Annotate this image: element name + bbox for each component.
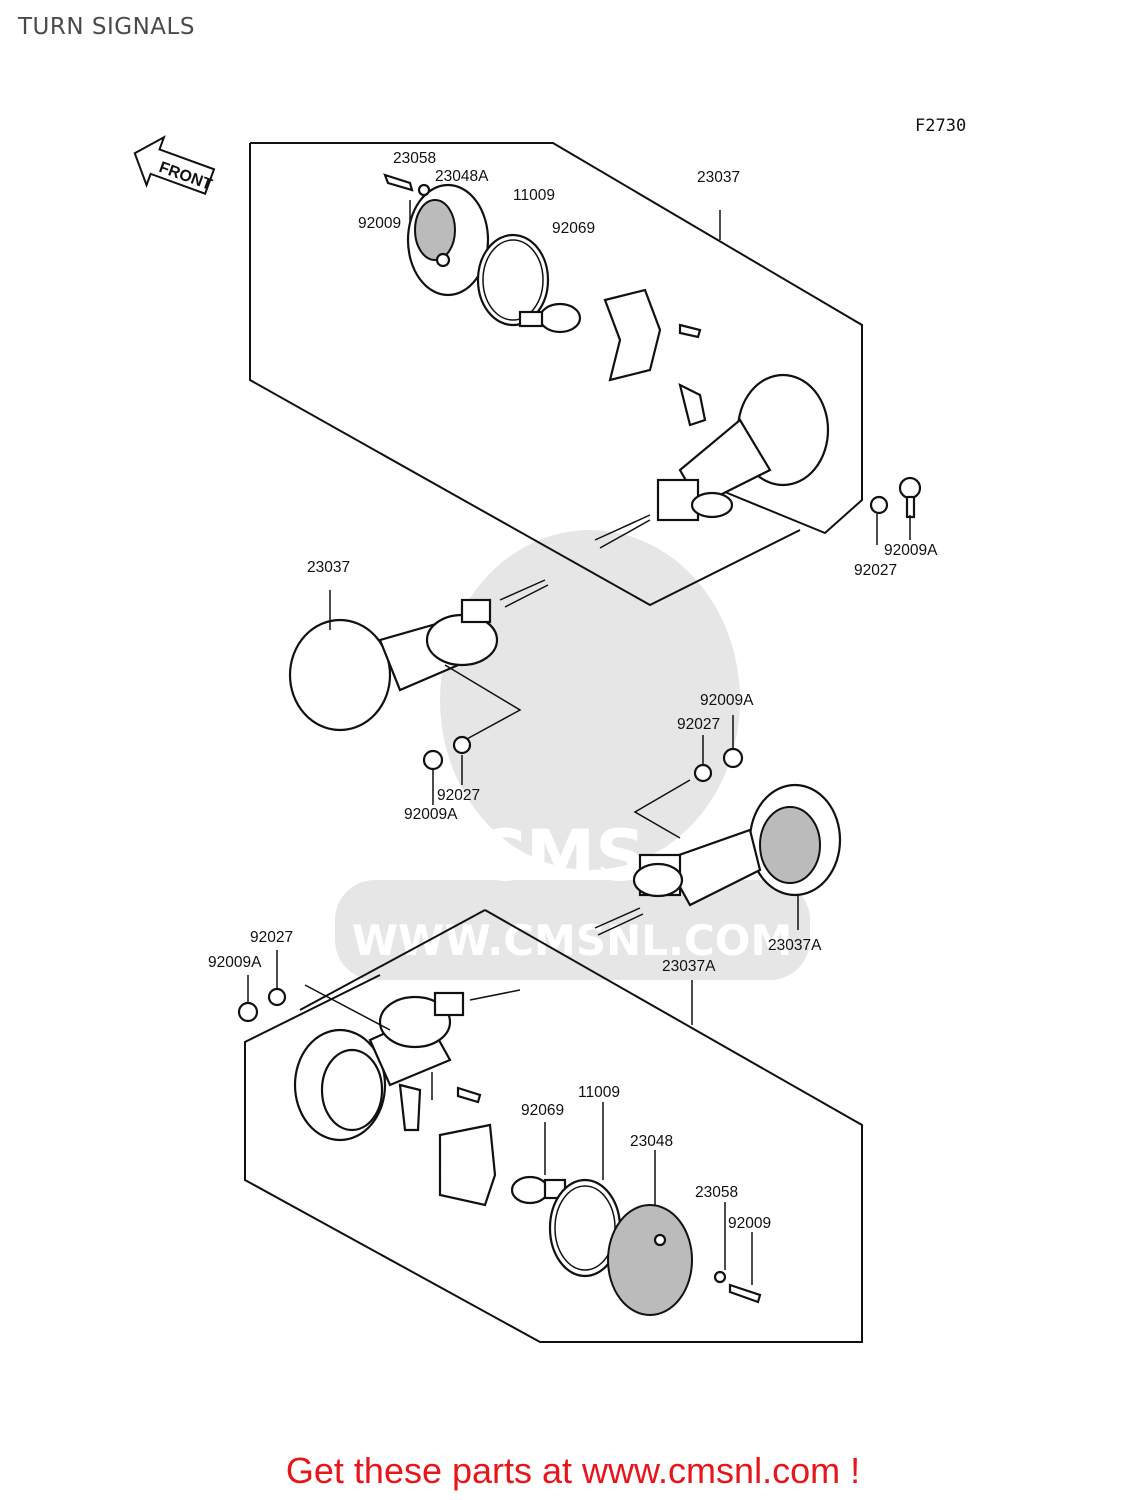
screw-bottom [713,1270,762,1304]
hardware-middle-left [422,735,472,771]
lens-housing-bottom [607,1204,693,1316]
part-label-11009-bottom: 11009 [578,1084,620,1101]
part-label-92009a-middle-left: 92009A [404,806,458,823]
part-label-92009-bottom: 92009 [728,1215,771,1232]
front-label: FRONT [157,159,215,194]
part-label-92027-bottom: 92027 [250,929,293,946]
turn-signal-bottom-left [293,989,521,1142]
part-label-92009a-bottom: 92009A [208,954,262,971]
assembly-outline-bottom [244,909,863,1343]
part-label-23048a: 23048A [435,168,489,185]
turn-signal-middle-right [594,783,842,936]
turn-signal-top-right [594,373,830,549]
part-label-92027-top: 92027 [854,562,897,579]
part-label-92009a-top: 92009A [884,542,938,559]
part-label-11009-top: 11009 [513,187,555,204]
part-label-23037-middle: 23037 [307,559,350,576]
front-arrow: FRONT [133,135,216,195]
part-label-92009-top: 92009 [358,215,401,232]
part-label-92009a-middle-right: 92009A [700,692,754,709]
part-label-23048: 23048 [630,1133,673,1150]
page-title: TURN SIGNALS [18,14,195,40]
watermark-url: WWW.CMSNL.COM [352,916,793,965]
turn-signal-middle-left [288,579,549,732]
part-label-92027-middle-left: 92027 [437,787,480,804]
hardware-middle-right [693,747,744,783]
hardware-top-right [869,476,922,519]
part-label-23037a-middle: 23037A [768,937,822,954]
part-label-23037a-bottom: 23037A [662,958,716,975]
part-label-92069-bottom: 92069 [521,1102,564,1119]
bulb-top [518,302,582,334]
part-label-23058-top: 23058 [393,150,436,167]
gasket-top [476,233,550,327]
terminal-bottom [398,1083,422,1132]
part-label-23058-bottom: 23058 [695,1184,738,1201]
figure-code: F2730 [915,116,966,136]
socket-bracket-bottom [438,1123,497,1207]
parts-diagram: CMS WWW.CMSNL.COM FRONT F2730 [133,116,966,1343]
assembly-outline-top [250,142,863,535]
watermark-brand: CMS [474,815,645,897]
part-label-92027-middle-right: 92027 [677,716,720,733]
part-label-92069-top: 92069 [552,220,595,237]
screw-top [383,173,431,197]
part-label-23037-top: 23037 [697,169,740,186]
hardware-bottom-left [237,987,287,1023]
socket-bracket-top [603,288,662,382]
lens-housing-top [406,183,490,297]
footer-cta-link[interactable]: Get these parts at www.cmsnl.com ! [285,1450,861,1491]
